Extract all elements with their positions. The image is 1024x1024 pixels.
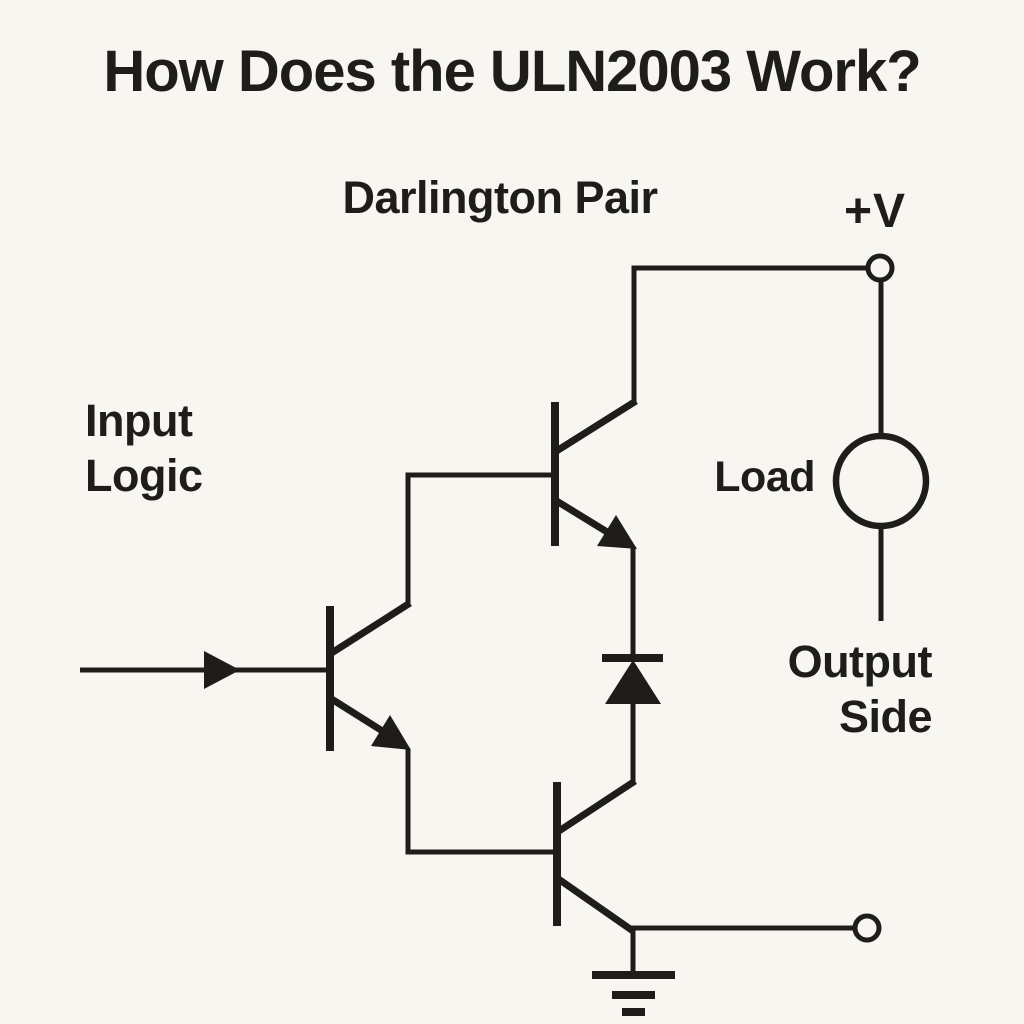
label-output-side-line2: Side — [838, 691, 933, 742]
label-input-logic: Input Logic — [85, 393, 203, 503]
output-terminal — [852, 913, 882, 943]
label-supply-voltage: +V — [844, 185, 907, 238]
transistor1-collector — [328, 600, 412, 657]
label-output-side: Output Side — [787, 634, 933, 744]
ground-symbol-icon — [592, 971, 675, 1016]
label-darlington-pair: Darlington Pair — [342, 172, 658, 223]
transistor2-emitter-arrowhead-icon — [597, 515, 637, 549]
input-arrowhead-icon — [204, 651, 240, 689]
diode-triangle-icon — [605, 660, 661, 704]
label-load: Load — [714, 453, 815, 501]
transistor3-collector — [554, 778, 637, 836]
load-circle — [832, 432, 930, 530]
label-input-logic-line2: Logic — [85, 450, 203, 501]
transistor1-emitter-arrowhead-icon — [371, 715, 411, 750]
transistor2-collector — [553, 398, 638, 455]
label-input-logic-line1: Input — [85, 395, 193, 446]
page-title: How Does the ULN2003 Work? — [103, 39, 921, 104]
supply-wire — [631, 265, 866, 404]
transistor1-emitter-to-t3-base-wire — [405, 749, 555, 855]
transistor1-collector-to-t2-base-wire — [405, 472, 553, 607]
transistor3-emitter — [554, 875, 636, 934]
transistor2-emitter — [553, 497, 614, 538]
label-output-side-line1: Output — [787, 636, 933, 687]
supply-terminal — [865, 253, 895, 283]
